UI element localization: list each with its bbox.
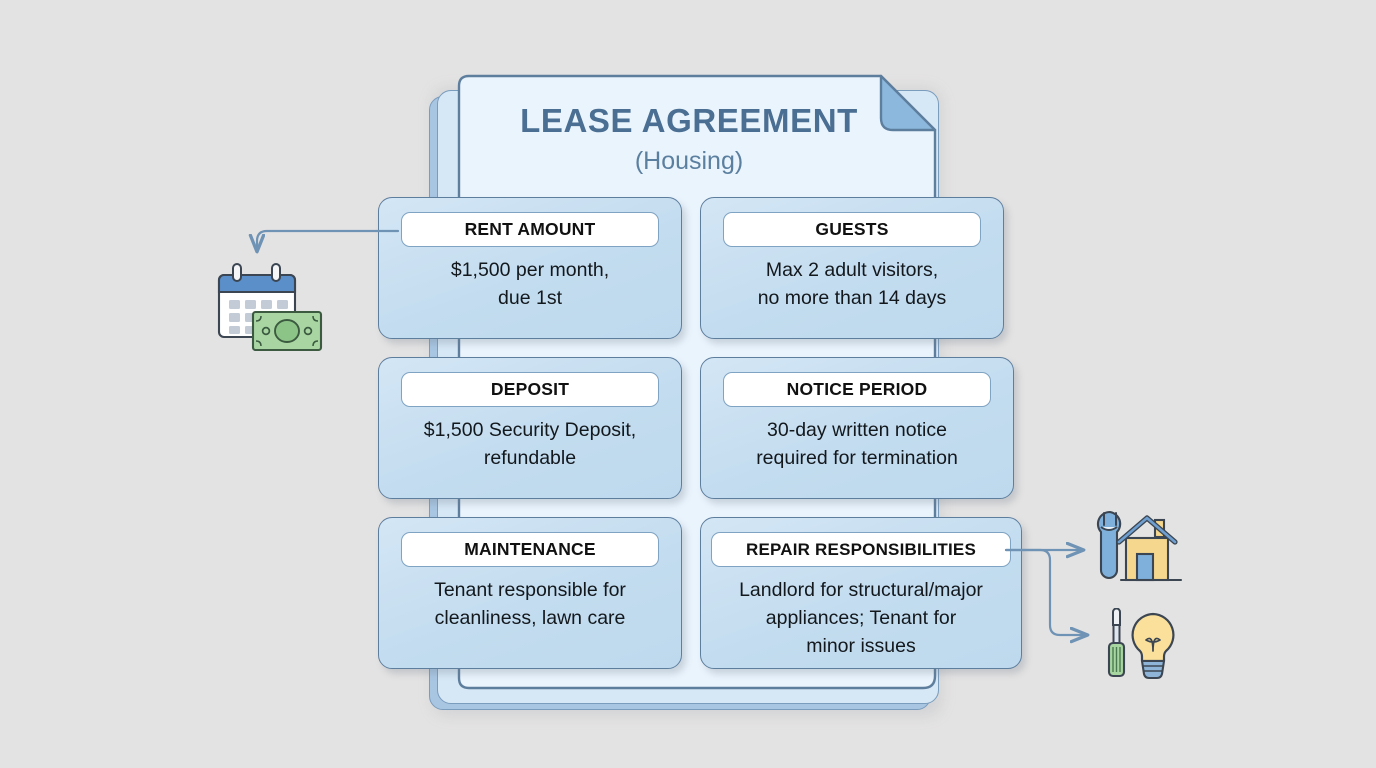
card-body-repair-responsibilities: Landlord for structural/major appliances… <box>713 576 1009 660</box>
card-guests[interactable]: GUESTS Max 2 adult visitors, no more tha… <box>700 197 1004 339</box>
card-body-line: Tenant responsible for <box>434 579 626 601</box>
calendar-and-cash-icon <box>205 258 330 356</box>
page-title: LEASE AGREEMENT <box>520 102 858 139</box>
card-title-rent-amount: RENT AMOUNT <box>401 212 659 247</box>
screwdriver-and-lightbulb-icon <box>1100 607 1182 690</box>
card-body-line: cleanliness, lawn care <box>434 607 626 629</box>
connector-rent-to-calendar <box>257 229 400 250</box>
card-body-line: $1,500 per month, <box>450 259 610 281</box>
card-body-line: Max 2 adult visitors, <box>765 259 939 281</box>
card-title-notice-period: NOTICE PERIOD <box>723 372 991 407</box>
card-title-repair-responsibilities: REPAIR RESPONSIBILITIES <box>711 532 1011 567</box>
card-body-line: no more than 14 days <box>757 287 947 309</box>
card-rent-amount[interactable]: RENT AMOUNT $1,500 per month, due 1st <box>378 197 682 339</box>
card-repair-responsibilities[interactable]: REPAIR RESPONSIBILITIES Landlord for str… <box>700 517 1022 669</box>
card-maintenance[interactable]: MAINTENANCE Tenant responsible for clean… <box>378 517 682 669</box>
card-title-guests: GUESTS <box>723 212 981 247</box>
wrench-and-house-icon <box>1093 508 1185 590</box>
card-body-line: 30-day written notice <box>767 419 947 441</box>
card-body-guests: Max 2 adult visitors, no more than 14 da… <box>713 256 991 312</box>
card-body-line: appliances; Tenant for <box>765 607 957 629</box>
card-deposit[interactable]: DEPOSIT $1,500 Security Deposit, refunda… <box>378 357 682 499</box>
card-body-notice-period: 30-day written notice required for termi… <box>713 416 1001 472</box>
card-notice-period[interactable]: NOTICE PERIOD 30-day written notice requ… <box>700 357 1014 499</box>
card-body-rent-amount: $1,500 per month, due 1st <box>391 256 669 312</box>
card-body-line: required for termination <box>756 447 958 469</box>
card-title-maintenance: MAINTENANCE <box>401 532 659 567</box>
card-body-deposit: $1,500 Security Deposit, refundable <box>391 416 669 472</box>
card-body-line: minor issues <box>806 635 916 657</box>
card-body-line: refundable <box>483 447 577 469</box>
card-body-line: $1,500 Security Deposit, <box>423 419 637 441</box>
card-body-line: due 1st <box>498 287 562 309</box>
card-body-line: Landlord for structural/major <box>739 579 983 601</box>
page-subtitle: (Housing) <box>634 147 744 175</box>
card-title-deposit: DEPOSIT <box>401 372 659 407</box>
card-body-maintenance: Tenant responsible for cleanliness, lawn… <box>391 576 669 632</box>
